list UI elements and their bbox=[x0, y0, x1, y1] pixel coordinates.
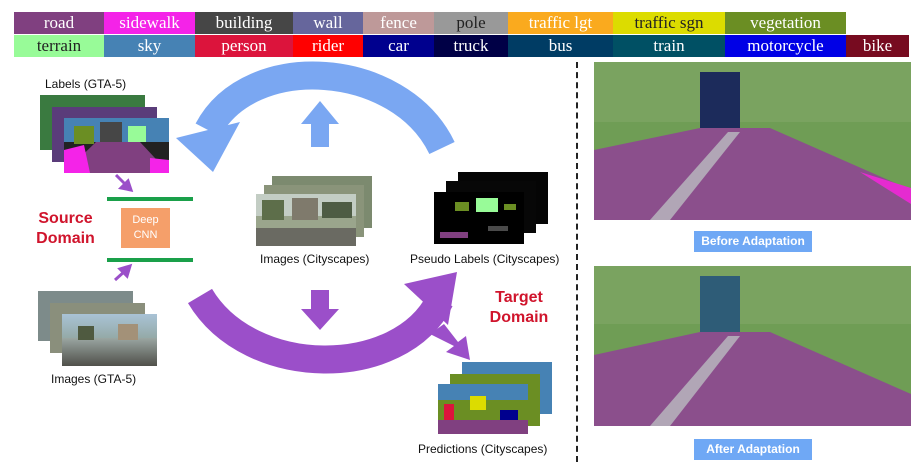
purple-arc-arrow bbox=[187, 288, 453, 374]
predictions-stack bbox=[438, 362, 552, 434]
blue-arc-arrowhead bbox=[176, 122, 240, 172]
legend-sidewalk: sidewalk bbox=[104, 12, 195, 34]
legend-terrain: terrain bbox=[14, 35, 104, 57]
legend-bike: bike bbox=[846, 35, 909, 57]
legend-person: person bbox=[195, 35, 293, 57]
gta-images-stack bbox=[38, 291, 157, 366]
cnn-out-arrow bbox=[113, 263, 133, 282]
legend-motorcycle: motorcycle bbox=[725, 35, 846, 57]
purple-diagonal-arrow bbox=[430, 324, 470, 360]
legend-fence: fence bbox=[363, 12, 434, 34]
after-adaptation-label: After Adaptation bbox=[694, 439, 812, 460]
legend-traffic-sign: traffic sgn bbox=[613, 12, 725, 34]
purple-down-arrow bbox=[301, 290, 339, 330]
section-divider bbox=[576, 62, 578, 462]
legend-car: car bbox=[363, 35, 434, 57]
before-adaptation-image bbox=[594, 62, 911, 220]
caption-images-gta: Images (GTA-5) bbox=[51, 372, 137, 386]
purple-arc-arrowhead bbox=[404, 272, 457, 325]
target-domain-label: Target Domain bbox=[489, 289, 549, 326]
caption-images-cityscapes: Images (Cityscapes) bbox=[260, 252, 370, 266]
before-adaptation-label: Before Adaptation bbox=[694, 231, 812, 252]
caption-labels-gta: Labels (GTA-5) bbox=[45, 77, 127, 91]
deep-cnn-label: Deep CNN bbox=[132, 214, 159, 241]
legend-truck: truck bbox=[434, 35, 508, 57]
legend-road: road bbox=[14, 12, 104, 34]
blue-up-arrow bbox=[301, 101, 339, 147]
deep-cnn-box: Deep CNN bbox=[121, 208, 170, 248]
cnn-bottom-bar bbox=[107, 258, 193, 262]
after-adaptation-image bbox=[594, 266, 911, 426]
legend-rider: rider bbox=[293, 35, 363, 57]
cityscapes-images-stack bbox=[256, 176, 372, 246]
legend-vegetation: vegetation bbox=[725, 12, 846, 34]
legend-building: building bbox=[195, 12, 293, 34]
pseudo-labels-stack bbox=[434, 172, 548, 244]
legend-traffic-light: traffic lgt bbox=[508, 12, 613, 34]
source-domain-label: Source Domain bbox=[36, 210, 95, 247]
blue-arc-arrow bbox=[195, 61, 455, 155]
cnn-in-arrow bbox=[114, 173, 134, 192]
caption-predictions: Predictions (Cityscapes) bbox=[418, 442, 548, 456]
legend-bus: bus bbox=[508, 35, 613, 57]
legend-wall: wall bbox=[293, 12, 363, 34]
caption-pseudo-labels: Pseudo Labels (Cityscapes) bbox=[410, 252, 560, 266]
cnn-top-bar bbox=[107, 197, 193, 201]
legend-train: train bbox=[613, 35, 725, 57]
gta-labels-stack bbox=[40, 95, 169, 173]
legend-sky: sky bbox=[104, 35, 195, 57]
legend-pole: pole bbox=[434, 12, 508, 34]
